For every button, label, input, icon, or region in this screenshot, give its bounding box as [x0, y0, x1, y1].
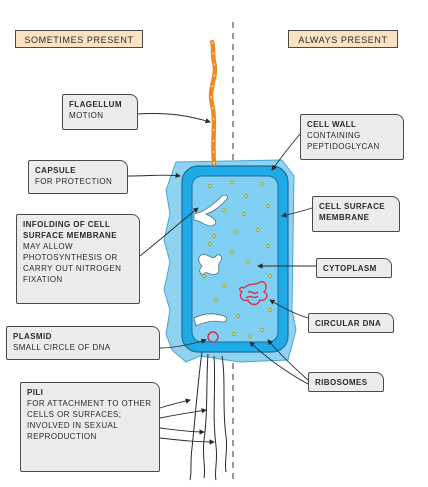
label-cell-surface-membrane: CELL SURFACE MEMBRANE [312, 196, 400, 232]
label-capsule-title: CAPSULE [35, 166, 77, 175]
circular-dna [239, 280, 268, 306]
label-plasmid: PLASMID SMALL CIRCLE OF DNA [6, 326, 160, 360]
flagellum [208, 39, 218, 167]
membrane-infolding-bottom [193, 313, 228, 327]
ribosomes [202, 180, 272, 338]
label-cytoplasm-title: CYTOPLASM [323, 264, 377, 273]
label-cell-wall-desc: CONTAINING PEPTIDOGLYCAN [307, 131, 380, 151]
label-flagellum-desc: MOTION [69, 111, 104, 120]
label-capsule-desc: FOR PROTECTION [35, 177, 113, 186]
label-circular-dna: CIRCULAR DNA [308, 313, 394, 333]
label-ribosomes: RIBOSOMES [308, 372, 384, 392]
label-plasmid-title: PLASMID [13, 332, 52, 341]
label-infolding-desc: MAY ALLOW PHOTOSYNTHESIS OR CARRY OUT NI… [23, 242, 122, 284]
label-capsule: CAPSULE FOR PROTECTION [28, 160, 128, 194]
membrane-infolding-top [193, 194, 229, 227]
label-infolding: INFOLDING OF CELL SURFACE MEMBRANE MAY A… [16, 214, 140, 304]
label-pili-title: PILI [27, 388, 44, 397]
cytoplasm [191, 175, 279, 343]
membrane-infolding-mid [198, 253, 223, 275]
pointer-lines [127, 113, 319, 445]
label-circular-dna-title: CIRCULAR DNA [315, 319, 382, 328]
label-cell-surface-membrane-title: CELL SURFACE MEMBRANE [319, 202, 385, 222]
label-cytoplasm: CYTOPLASM [316, 258, 392, 278]
label-ribosomes-title: RIBOSOMES [315, 378, 368, 387]
plasmid [207, 331, 219, 343]
label-cell-wall-title: CELL WALL [307, 120, 357, 129]
label-pili-desc: FOR ATTACHMENT TO OTHER CELLS OR SURFACE… [27, 399, 152, 441]
header-always-present: ALWAYS PRESENT [288, 30, 398, 48]
label-pili: PILI FOR ATTACHMENT TO OTHER CELLS OR SU… [20, 382, 160, 472]
pili [189, 351, 228, 481]
label-flagellum-title: FLAGELLUM [69, 100, 122, 109]
label-plasmid-desc: SMALL CIRCLE OF DNA [13, 343, 111, 352]
label-cell-wall: CELL WALL CONTAINING PEPTIDOGLYCAN [300, 114, 404, 160]
label-infolding-title: INFOLDING OF CELL SURFACE MEMBRANE [23, 220, 117, 240]
label-flagellum: FLAGELLUM MOTION [62, 94, 138, 130]
header-sometimes-present: SOMETIMES PRESENT [15, 30, 143, 48]
